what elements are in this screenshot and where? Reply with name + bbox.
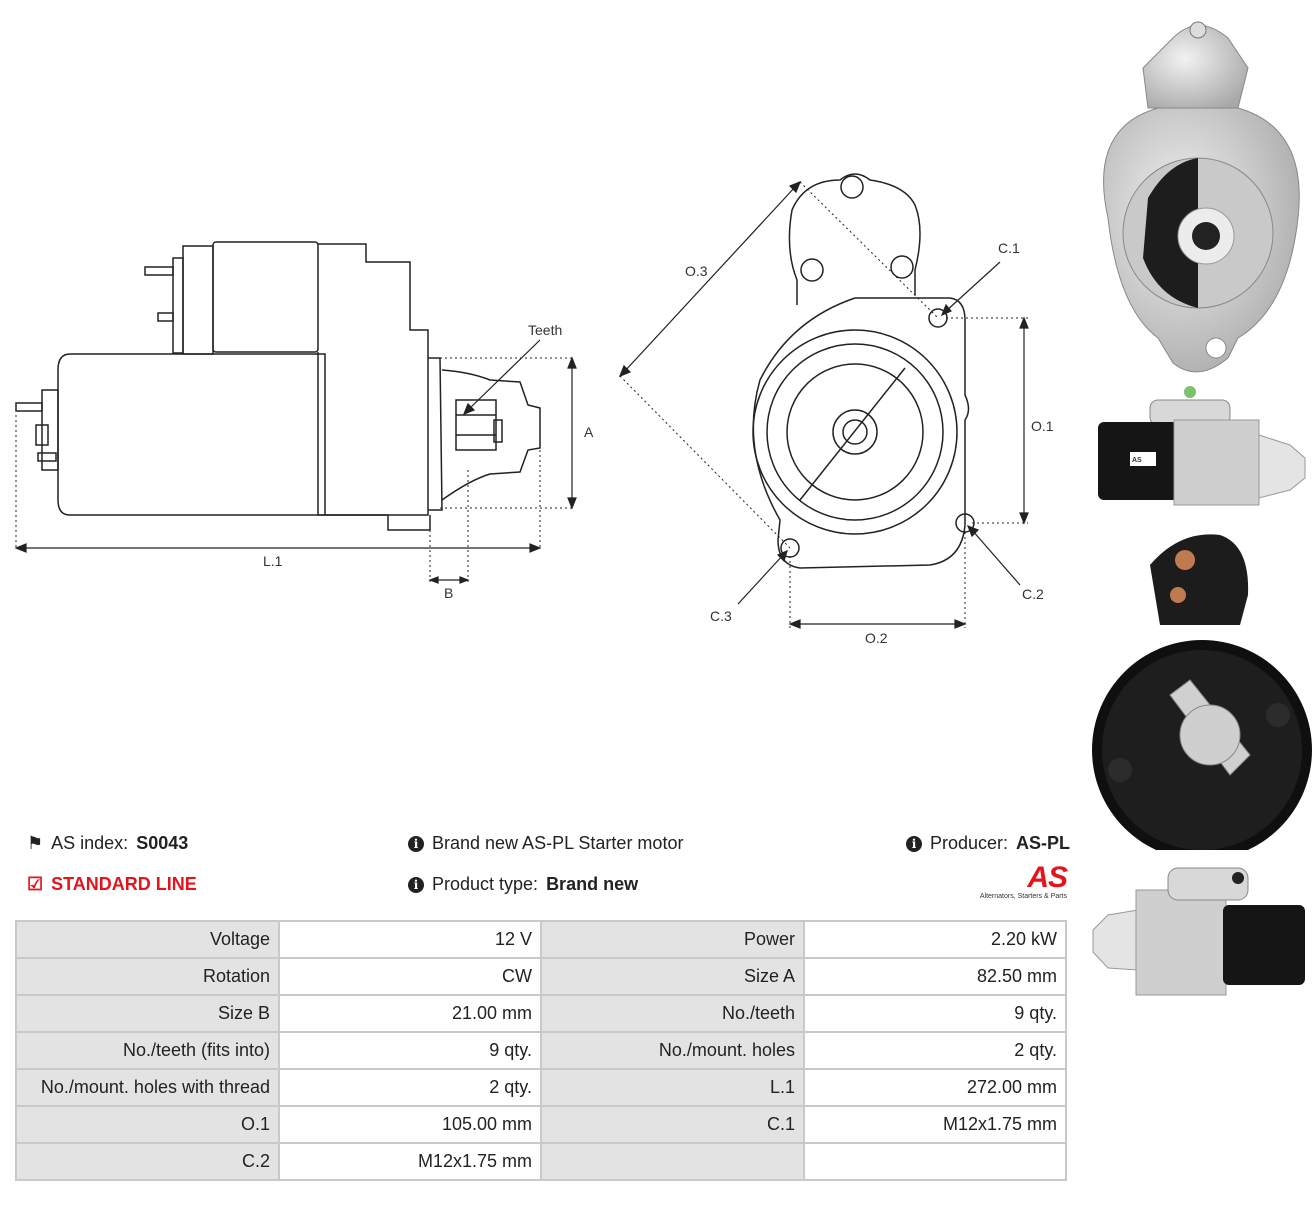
info-icon: i: [906, 835, 922, 852]
spec-label: O.1: [14, 1105, 281, 1144]
spec-value: 105.00 mm: [278, 1105, 542, 1144]
spec-label: [539, 1142, 806, 1181]
spec-label: Voltage: [14, 920, 281, 959]
spec-value: 12 V: [278, 920, 542, 959]
product-type: i Product type: Brand new: [408, 874, 638, 895]
as-index: ⚑ AS index: S0043: [27, 833, 188, 854]
as-logo-tagline: Alternators, Starters & Parts: [979, 893, 1067, 900]
c2-label: C.2: [1022, 586, 1044, 602]
spec-value: 21.00 mm: [278, 994, 542, 1033]
product-photo-side-2: [1092, 867, 1305, 996]
c1-label: C.1: [998, 240, 1020, 256]
o3-label: O.3: [685, 263, 708, 279]
spec-label: L.1: [539, 1068, 806, 1107]
size-a-label: A: [584, 424, 594, 440]
product-photo-front: [1103, 21, 1300, 373]
producer: i Producer: AS-PL: [906, 833, 1070, 854]
l1-label: L.1: [263, 553, 283, 569]
info-icon: i: [408, 876, 424, 893]
spec-value: 2 qty.: [803, 1031, 1067, 1070]
product-photo-rear: [1092, 534, 1312, 850]
product-type-label: Product type:: [432, 874, 539, 894]
size-b-label: B: [444, 585, 453, 601]
brand-info: i Brand new AS-PL Starter motor: [408, 833, 683, 854]
spec-label: No./mount. holes: [539, 1031, 806, 1070]
standard-line-label: STANDARD LINE: [51, 874, 197, 894]
check-square-icon: ☑: [27, 874, 44, 894]
as-index-label: AS index:: [51, 833, 129, 853]
producer-label: Producer:: [930, 833, 1009, 853]
spec-label: No./teeth: [539, 994, 806, 1033]
as-logo: AS Alternators, Starters & Parts: [965, 861, 1068, 901]
spec-value: CW: [278, 957, 542, 996]
spec-value: 2.20 kW: [803, 920, 1067, 959]
product-type-value: Brand new: [546, 874, 639, 894]
spec-value: M12x1.75 mm: [278, 1142, 542, 1181]
standard-line: ☑ STANDARD LINE: [27, 874, 197, 895]
producer-value: AS-PL: [1016, 833, 1071, 853]
spec-label: C.2: [14, 1142, 281, 1181]
spec-label: Size B: [14, 994, 281, 1033]
spec-value: 9 qty.: [803, 994, 1067, 1033]
front-view-drawing: O.3 C.1 O.1 C.2 C.3 O.2: [618, 173, 1054, 646]
spec-label: No./teeth (fits into): [14, 1031, 281, 1070]
spec-value: 2 qty.: [278, 1068, 542, 1107]
spec-value: 82.50 mm: [803, 957, 1067, 996]
spec-label: Power: [539, 920, 806, 959]
spec-value: [803, 1142, 1067, 1181]
product-photo-side-1: AS: [1098, 386, 1306, 506]
spec-label: No./mount. holes with thread: [14, 1068, 281, 1107]
as-logo-text: AS: [1027, 861, 1068, 894]
o1-label: O.1: [1031, 418, 1054, 434]
spec-value: 9 qty.: [278, 1031, 542, 1070]
spec-label: Rotation: [14, 957, 281, 996]
brand-text: Brand new AS-PL Starter motor: [432, 833, 684, 853]
as-index-value: S0043: [136, 833, 189, 853]
side-view-drawing: Teeth A L.1 B: [14, 241, 594, 601]
info-icon: i: [408, 835, 424, 852]
teeth-label: Teeth: [528, 322, 562, 338]
o2-label: O.2: [865, 630, 888, 646]
svg-text:AS: AS: [1132, 457, 1142, 464]
c3-label: C.3: [710, 608, 732, 624]
spec-value: 272.00 mm: [803, 1068, 1067, 1107]
spec-label: Size A: [539, 957, 806, 996]
spec-label: C.1: [539, 1105, 806, 1144]
tags-icon: ⚑: [27, 833, 44, 853]
table-row: No./teeth (fits into)9 qty.No./mount. ho…: [14, 1031, 1067, 1070]
spec-value: M12x1.75 mm: [803, 1105, 1067, 1144]
